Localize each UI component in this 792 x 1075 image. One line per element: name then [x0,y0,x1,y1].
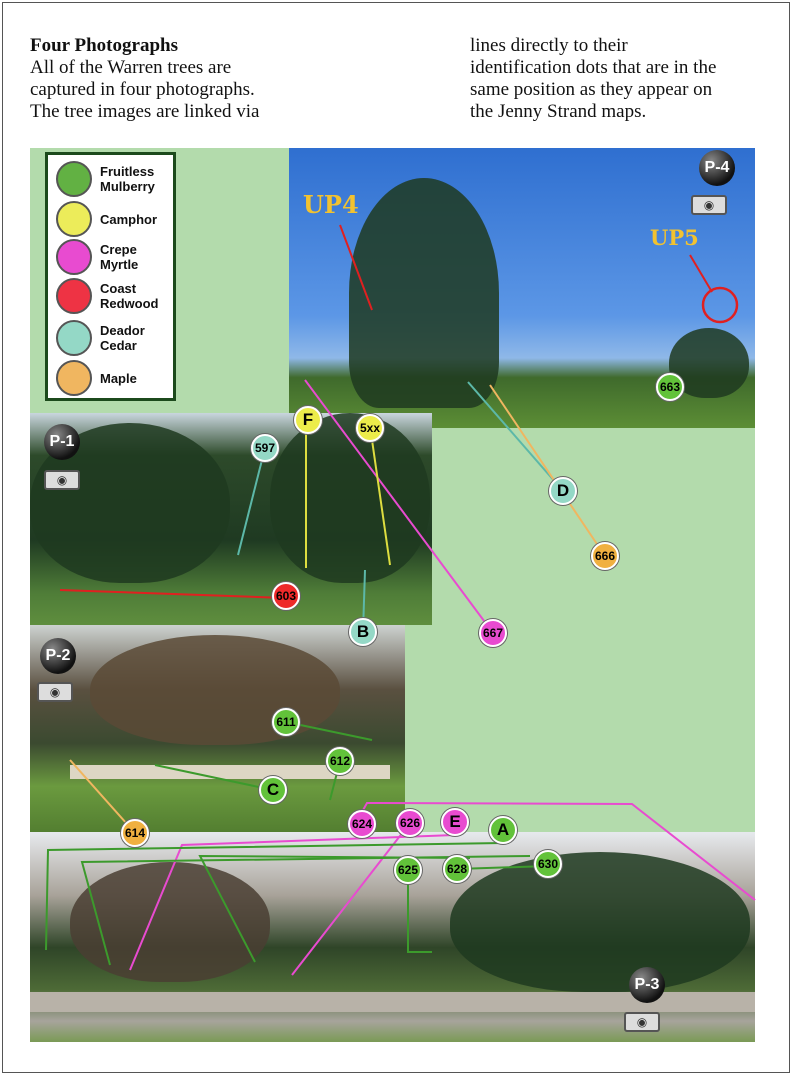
body-text: captured in four photographs. [30,79,255,100]
body-text: The tree images are linked via [30,101,260,122]
label-up4: UP4 [303,190,359,219]
swatch-icon [56,161,92,197]
tree-dot-626[interactable]: 626 [396,809,424,837]
tree-dot-F[interactable]: F [294,406,322,434]
body-text: same position as they appear on [470,79,713,100]
tree-dot-611[interactable]: 611 [272,708,300,736]
body-text: lines directly to their [470,35,628,56]
tree-dot-663[interactable]: 663 [656,373,684,401]
tree-dot-624[interactable]: 624 [348,810,376,838]
photo-p2 [30,625,405,840]
tree-dot-C[interactable]: C [259,776,287,804]
swatch-icon [56,360,92,396]
legend-item: Fruitless Mulberry [56,161,170,197]
tree-dot-E[interactable]: E [441,808,469,836]
tree-dot-612[interactable]: 612 [326,747,354,775]
swatch-icon [56,239,92,275]
legend-item: Deador Cedar [56,320,150,356]
label-up5: UP5 [650,225,699,250]
body-text: the Jenny Strand maps. [470,101,647,122]
tree-dot-625[interactable]: 625 [394,856,422,884]
camera-icon: ◉ [37,682,73,702]
swatch-icon [56,278,92,314]
tree-dot-667[interactable]: 667 [479,619,507,647]
tree-dot-603[interactable]: 603 [272,582,300,610]
swatch-icon [56,320,92,356]
photo-badge-p3: P-3 [629,967,665,1003]
tree-dot-597[interactable]: 597 [251,434,279,462]
photo-badge-p2: P-2 [40,638,76,674]
tree-dot-D[interactable]: D [549,477,577,505]
tree-dot-666[interactable]: 666 [591,542,619,570]
tree-dot-A[interactable]: A [489,816,517,844]
legend-item: Coast Redwood [56,278,170,314]
tree-dot-5xx[interactable]: 5xx [356,414,384,442]
legend-item: Crepe Myrtle [56,239,150,275]
tree-dot-628[interactable]: 628 [443,855,471,883]
photo-badge-p1: P-1 [44,424,80,460]
photo-badge-p4: P-4 [699,150,735,186]
legend-item: Maple [56,360,137,396]
camera-icon: ◉ [624,1012,660,1032]
photo-p3 [30,832,755,1042]
body-text: identification dots that are in the [470,57,717,78]
tree-dot-614[interactable]: 614 [121,819,149,847]
body-text: All of the Warren trees are [30,57,232,78]
tree-dot-B[interactable]: B [349,618,377,646]
swatch-icon [56,201,92,237]
section-title: Four Photographs [30,35,178,56]
camera-icon: ◉ [691,195,727,215]
tree-legend: Fruitless Mulberry Camphor Crepe Myrtle … [45,152,176,401]
tree-dot-630[interactable]: 630 [534,850,562,878]
camera-icon: ◉ [44,470,80,490]
legend-item: Camphor [56,201,157,237]
